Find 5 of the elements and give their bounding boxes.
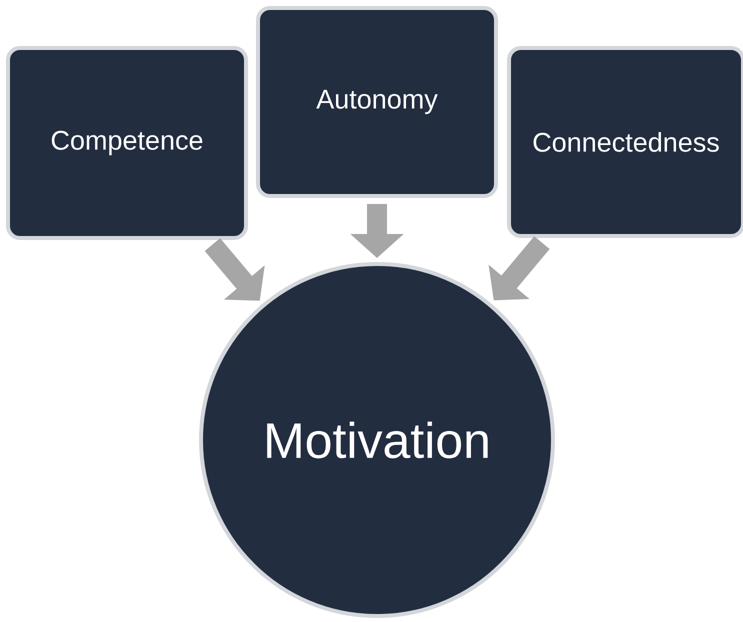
circle-node: Motivation bbox=[199, 262, 555, 618]
rounded-box: Connectedness bbox=[507, 46, 743, 238]
rounded-box: Competence bbox=[6, 46, 248, 240]
block-arrow bbox=[204, 238, 265, 301]
rounded-box: Autonomy bbox=[256, 6, 498, 198]
